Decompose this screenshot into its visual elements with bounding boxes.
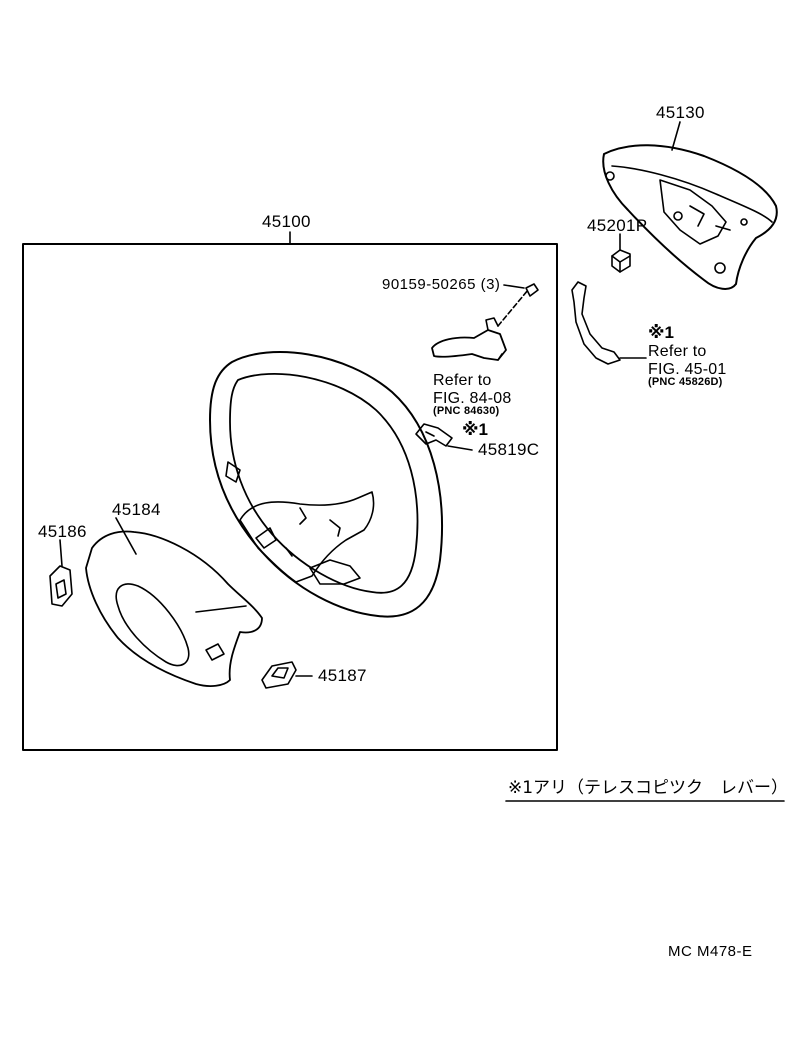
label-switch-ref-2: FIG. 84-08	[433, 390, 512, 407]
telescopic-lever-bracket	[571, 281, 647, 365]
label-45187: 45187	[318, 666, 367, 685]
cover-45187	[261, 661, 313, 689]
label-switch-ref-1: Refer to	[433, 372, 492, 389]
horn-pad-45130	[602, 121, 778, 290]
label-bracket-pnc: (PNC 45826D)	[648, 376, 723, 388]
label-45201P: 45201P	[587, 216, 648, 235]
label-45184: 45184	[112, 500, 161, 519]
steering-wheel	[209, 351, 443, 618]
label-bracket-ref-1: Refer to	[648, 343, 707, 360]
nut-45201P	[611, 233, 631, 273]
footnote: ※1アリ（テレスコピツク レバー）	[508, 778, 789, 798]
label-switch-pnc: (PNC 84630)	[433, 405, 500, 417]
turn-signal-switch	[431, 289, 529, 361]
figure-code: MC M478-E	[668, 943, 753, 960]
screw-90159-50265	[503, 283, 539, 297]
lower-cover-45184	[85, 517, 263, 687]
label-45130: 45130	[656, 103, 705, 122]
label-screw: 90159-50265 (3)	[382, 276, 501, 293]
assembly-frame	[22, 243, 558, 751]
cover-45186	[49, 539, 73, 607]
label-bracket-ref-2: FIG. 45-01	[648, 361, 727, 378]
label-bracket-mark: ※1	[648, 323, 674, 342]
label-45186: 45186	[38, 522, 87, 541]
label-clip-mark: ※1	[462, 420, 488, 439]
clip-45819C	[415, 423, 473, 451]
label-45100: 45100	[262, 212, 311, 231]
label-45819C: 45819C	[478, 440, 540, 459]
